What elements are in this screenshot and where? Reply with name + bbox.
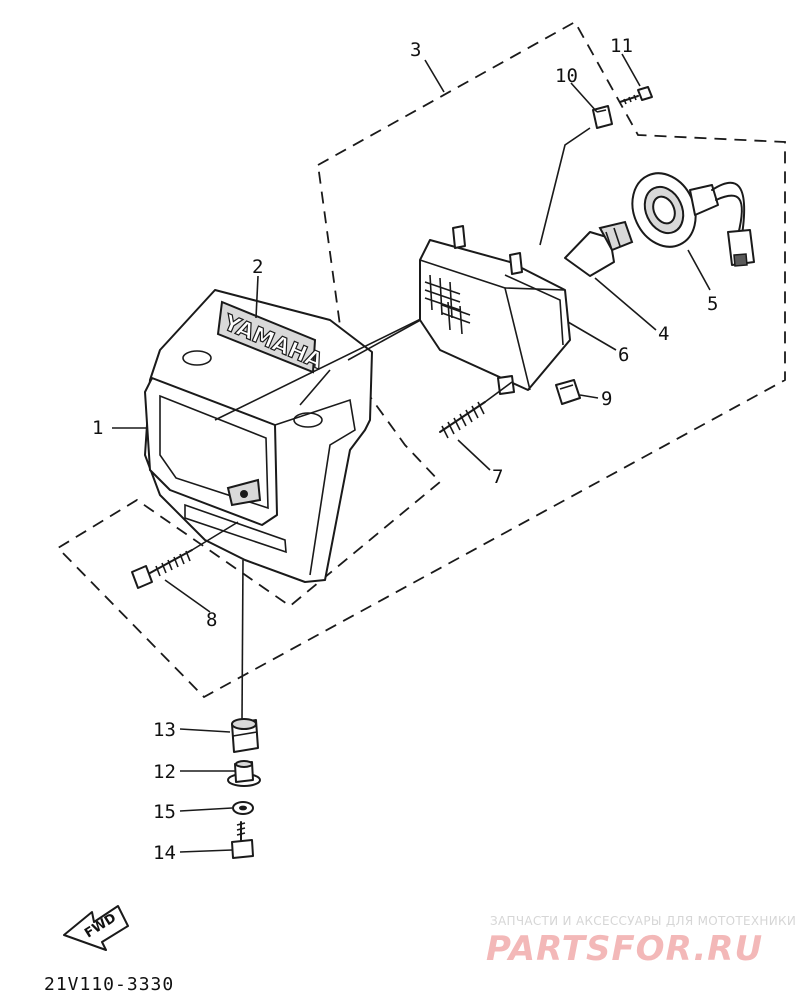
nut-clip [555, 379, 581, 405]
lens-grid [424, 274, 471, 335]
callout-15: 15 [153, 801, 176, 823]
bulb-socket [631, 172, 755, 267]
watermark-tagline: ЗАПЧАСТИ И АКСЕССУАРЫ ДЛЯ МОТОТЕХНИКИ [490, 914, 796, 928]
callout-leaders [112, 53, 711, 853]
headlight-housing: YAMAHA [144, 289, 373, 583]
drawing-code: 21V110-3330 [44, 974, 174, 995]
watermark-site: PARTSFOR.RU [486, 929, 763, 969]
callout-14: 14 [153, 842, 176, 864]
callout-numbers: 1 2 3 4 5 6 7 8 9 10 11 12 13 14 15 [92, 35, 718, 864]
callout-8: 8 [206, 609, 217, 631]
adjusting-spring [439, 381, 513, 439]
bottom-mount-stack [227, 559, 261, 859]
callout-12: 12 [153, 761, 176, 783]
callout-11: 11 [610, 35, 633, 57]
callout-1: 1 [92, 417, 103, 439]
callout-3: 3 [410, 39, 421, 61]
lens-reflector-unit [419, 225, 571, 395]
bulb [564, 220, 634, 277]
assembly-3-boundary [56, 20, 786, 699]
long-screw [131, 521, 239, 589]
callout-13: 13 [153, 719, 176, 741]
callout-6: 6 [618, 344, 629, 366]
callout-10: 10 [555, 65, 578, 87]
forward-direction-arrow: FWD [63, 905, 129, 951]
callout-7: 7 [492, 466, 503, 488]
callout-9: 9 [601, 388, 612, 410]
callout-4: 4 [658, 323, 669, 345]
clip-and-screw [592, 86, 653, 129]
watermark: ЗАПЧАСТИ И АКСЕССУАРЫ ДЛЯ МОТОТЕХНИКИ PA… [486, 914, 796, 969]
callout-2: 2 [252, 256, 263, 278]
callout-5: 5 [707, 293, 718, 315]
